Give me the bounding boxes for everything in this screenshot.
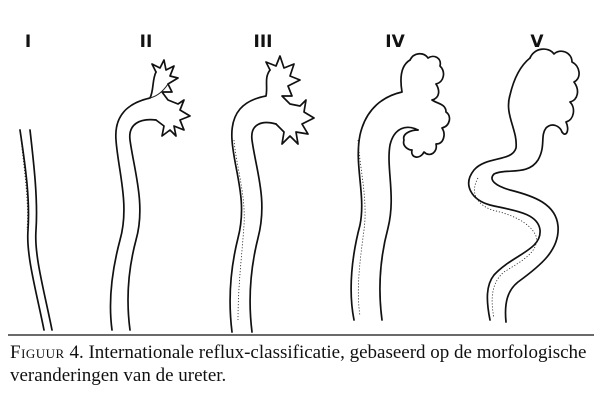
caption-lead: Figuur	[10, 342, 65, 363]
figure-caption: Figuur 4. Internationale reflux-classifi…	[10, 341, 595, 387]
ureter-grade-1	[19, 129, 53, 331]
ureter-grade-4	[350, 52, 451, 321]
ureter-grade-2	[109, 59, 191, 331]
grade-label-3: III	[254, 32, 273, 52]
caption-text: Internationale reflux-classificatie, geb…	[10, 342, 587, 386]
caption-number: 4.	[69, 342, 84, 363]
grade-label-1: I	[25, 32, 31, 52]
ureter-grade-5	[468, 48, 580, 323]
grade-label-2: II	[140, 32, 153, 52]
ureter-grade-3	[229, 55, 315, 333]
grade-label-4: IV	[385, 32, 405, 52]
grade-label-5: V	[530, 32, 544, 52]
